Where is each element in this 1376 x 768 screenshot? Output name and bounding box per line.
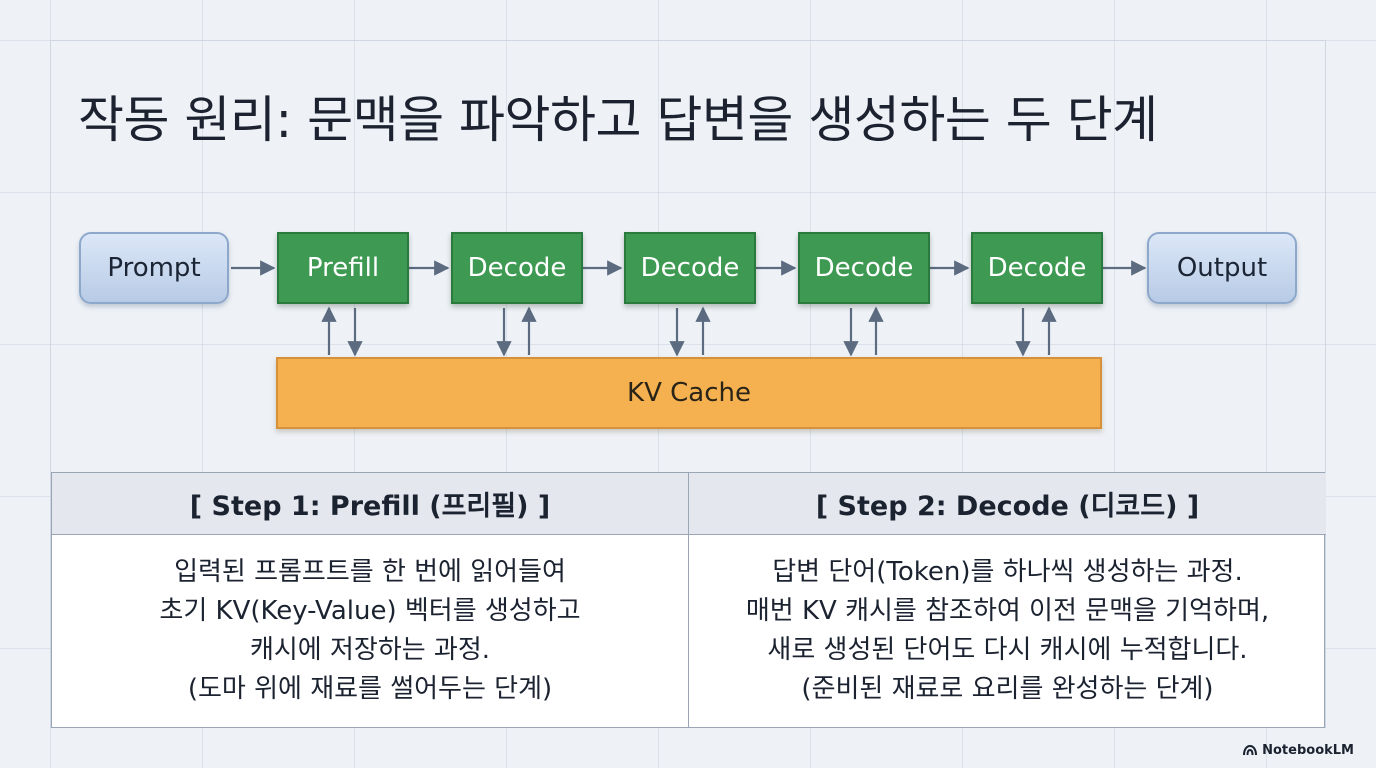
decode-node-3: Decode xyxy=(798,232,930,304)
step1-line: (도마 위에 재료를 썰어두는 단계) xyxy=(187,674,553,704)
step2-line: (준비된 재료로 요리를 완성하는 단계) xyxy=(801,674,1214,704)
kv-cache-bar: KV Cache xyxy=(276,357,1102,429)
step2-line: 답변 단어(Token)를 하나씩 생성하는 과정. xyxy=(772,557,1243,587)
decode-node-2: Decode xyxy=(624,232,756,304)
brand-watermark: NotebookLM xyxy=(1243,743,1354,758)
brand-label: NotebookLM xyxy=(1262,743,1354,758)
steps-table: [ Step 1: Prefill (프리필) ] [ Step 2: Deco… xyxy=(51,472,1326,728)
step2-line: 매번 KV 캐시를 참조하여 이전 문맥을 기억하며, xyxy=(745,596,1270,626)
step1-header: [ Step 1: Prefill (프리필) ] xyxy=(52,473,689,535)
decode-node-1: Decode xyxy=(451,232,583,304)
output-node: Output xyxy=(1147,232,1297,304)
step1-line: 초기 KV(Key-Value) 벡터를 생성하고 xyxy=(159,596,581,626)
notebooklm-logo-icon xyxy=(1243,745,1258,756)
step2-description: 답변 단어(Token)를 하나씩 생성하는 과정. 매번 KV 캐시를 참조하… xyxy=(689,535,1326,727)
prefill-node: Prefill xyxy=(277,232,409,304)
step1-description: 입력된 프롬프트를 한 번에 읽어들여 초기 KV(Key-Value) 벡터를… xyxy=(52,535,689,727)
page-title: 작동 원리: 문맥을 파악하고 답변을 생성하는 두 단계 xyxy=(78,91,1158,149)
decode-node-4: Decode xyxy=(971,232,1103,304)
step2-line: 새로 생성된 단어도 다시 캐시에 누적합니다. xyxy=(767,635,1248,665)
step2-header: [ Step 2: Decode (디코드) ] xyxy=(689,473,1326,535)
prompt-node: Prompt xyxy=(79,232,229,304)
step1-line: 캐시에 저장하는 과정. xyxy=(249,635,491,665)
step1-line: 입력된 프롬프트를 한 번에 읽어들여 xyxy=(174,557,566,587)
